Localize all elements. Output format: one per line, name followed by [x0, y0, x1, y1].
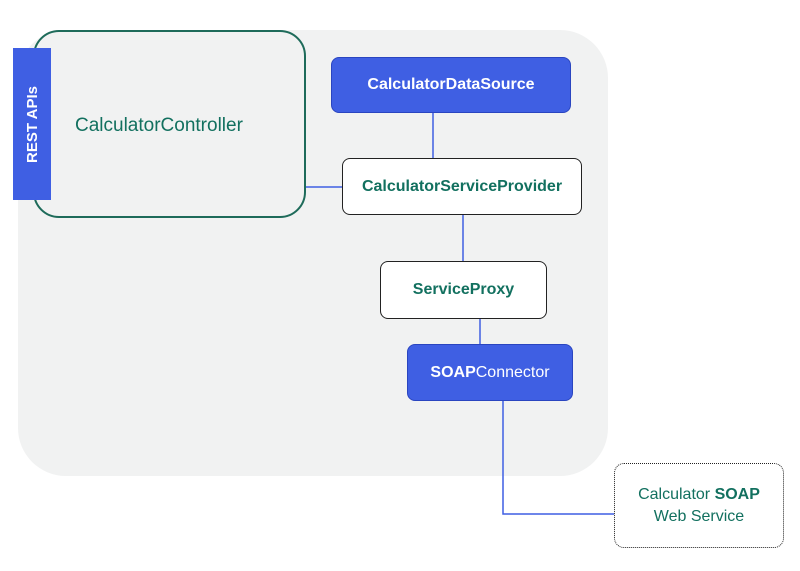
calculator-controller-label: CalculatorController	[75, 115, 243, 136]
calculator-service-provider-label: CalculatorServiceProvider	[361, 177, 563, 195]
calculator-datasource-label: CalculatorDataSource	[367, 76, 535, 93]
web-service-line2: Web Service	[653, 507, 745, 525]
service-proxy-box: ServiceProxy	[380, 261, 547, 319]
web-service-prefix: Calculator	[638, 485, 715, 503]
soap-connector-label: SOAPConnector	[430, 364, 549, 382]
calculator-datasource-box: CalculatorDataSource	[331, 57, 571, 113]
calculator-soap-web-service-box: Calculator SOAP Web Service	[614, 463, 784, 548]
calculator-service-provider-box: CalculatorServiceProvider	[342, 158, 582, 215]
connector-soap-webservice	[502, 401, 614, 515]
web-service-soap-bold: SOAP	[714, 485, 760, 503]
soap-connector-rest: Connector	[475, 363, 550, 381]
soap-connector-box: SOAPConnector	[407, 344, 573, 401]
rest-apis-tab: REST APIs	[13, 48, 51, 200]
rest-apis-label: REST APIs	[23, 85, 41, 163]
web-service-line1: Calculator SOAP	[638, 484, 760, 506]
soap-connector-bold: SOAP	[430, 363, 476, 381]
service-proxy-label: ServiceProxy	[412, 281, 515, 298]
